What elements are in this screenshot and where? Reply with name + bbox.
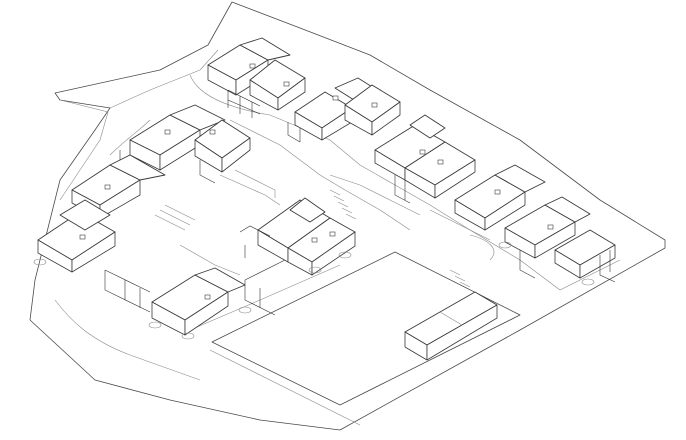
- house-cluster-east: [374, 114, 476, 204]
- site-boundary: [29, 1, 666, 431]
- steps: [154, 189, 471, 288]
- barn-building: [404, 291, 498, 361]
- house-cluster-northeast: [287, 77, 401, 143]
- house-cluster-southwest: [37, 154, 166, 313]
- field-parcel: [209, 251, 521, 426]
- shrubs: [33, 241, 595, 340]
- house-cluster-far-east: [454, 164, 616, 283]
- house-cluster-north: [207, 37, 306, 118]
- house-cluster-west: [119, 104, 276, 198]
- house-cluster-center: [239, 197, 356, 276]
- house-cluster-south: [151, 254, 296, 336]
- roads: [54, 74, 621, 381]
